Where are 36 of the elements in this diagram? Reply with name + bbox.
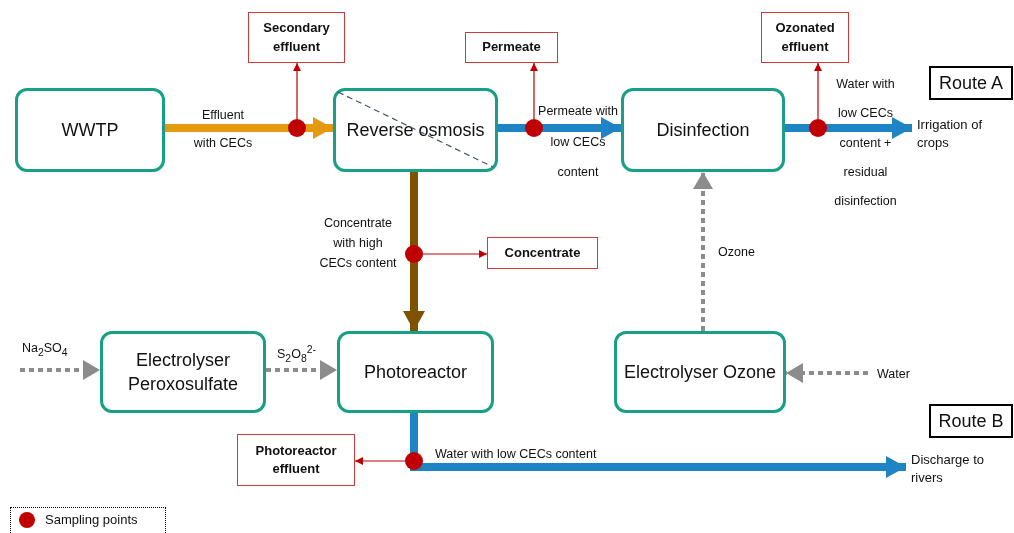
process-box: Electrolyser Peroxosulfate	[100, 331, 266, 413]
edge-label: Concentrate with high CECs content	[318, 215, 398, 272]
route-box: Route A	[929, 66, 1013, 100]
leader-arrow	[293, 62, 301, 120]
edge-label: Water with low CECs content + residual disinfection	[833, 76, 898, 211]
process-box: Photoreactor	[337, 331, 494, 413]
legend-label: Sampling points	[45, 512, 138, 527]
process-box: Reverse osmosis	[333, 88, 498, 172]
dashed-arrow	[266, 360, 337, 380]
leader-arrow	[530, 62, 538, 120]
sample-box: Photoreactor effluent	[237, 434, 355, 486]
flow-arrow	[165, 117, 333, 139]
sample-box: Concentrate	[487, 237, 598, 269]
leader-arrow	[814, 62, 822, 120]
leader-arrow	[422, 250, 488, 258]
route-box: Route B	[929, 404, 1013, 438]
destination-text: Discharge to rivers	[906, 449, 1006, 489]
dashed-arrow	[786, 363, 868, 383]
leader-arrow	[354, 457, 406, 465]
edge-label: Water	[877, 366, 910, 382]
destination-text: Irrigation of crops	[912, 114, 986, 154]
dashed-arrow	[20, 360, 100, 380]
process-box: WWTP	[15, 88, 165, 172]
process-box: Electrolyser Ozone	[614, 331, 786, 413]
edge-label: Water with low CECs content	[435, 446, 597, 462]
edge-label: Effluent with CECs	[192, 107, 254, 152]
process-box: Disinfection	[621, 88, 785, 172]
sample-box: Secondary effluent	[248, 12, 345, 63]
flow-arrow	[403, 172, 425, 331]
flow-arrow	[498, 117, 621, 139]
sample-box: Permeate	[465, 32, 558, 63]
edge-label: Permeate with low CECs content	[538, 103, 618, 181]
edge-label: Ozone	[718, 244, 755, 260]
edge-label: Na$_{2}$SO$_{4}$	[22, 340, 68, 360]
sample-box: Ozonated effluent	[761, 12, 849, 63]
dashed-arrow	[693, 172, 713, 331]
